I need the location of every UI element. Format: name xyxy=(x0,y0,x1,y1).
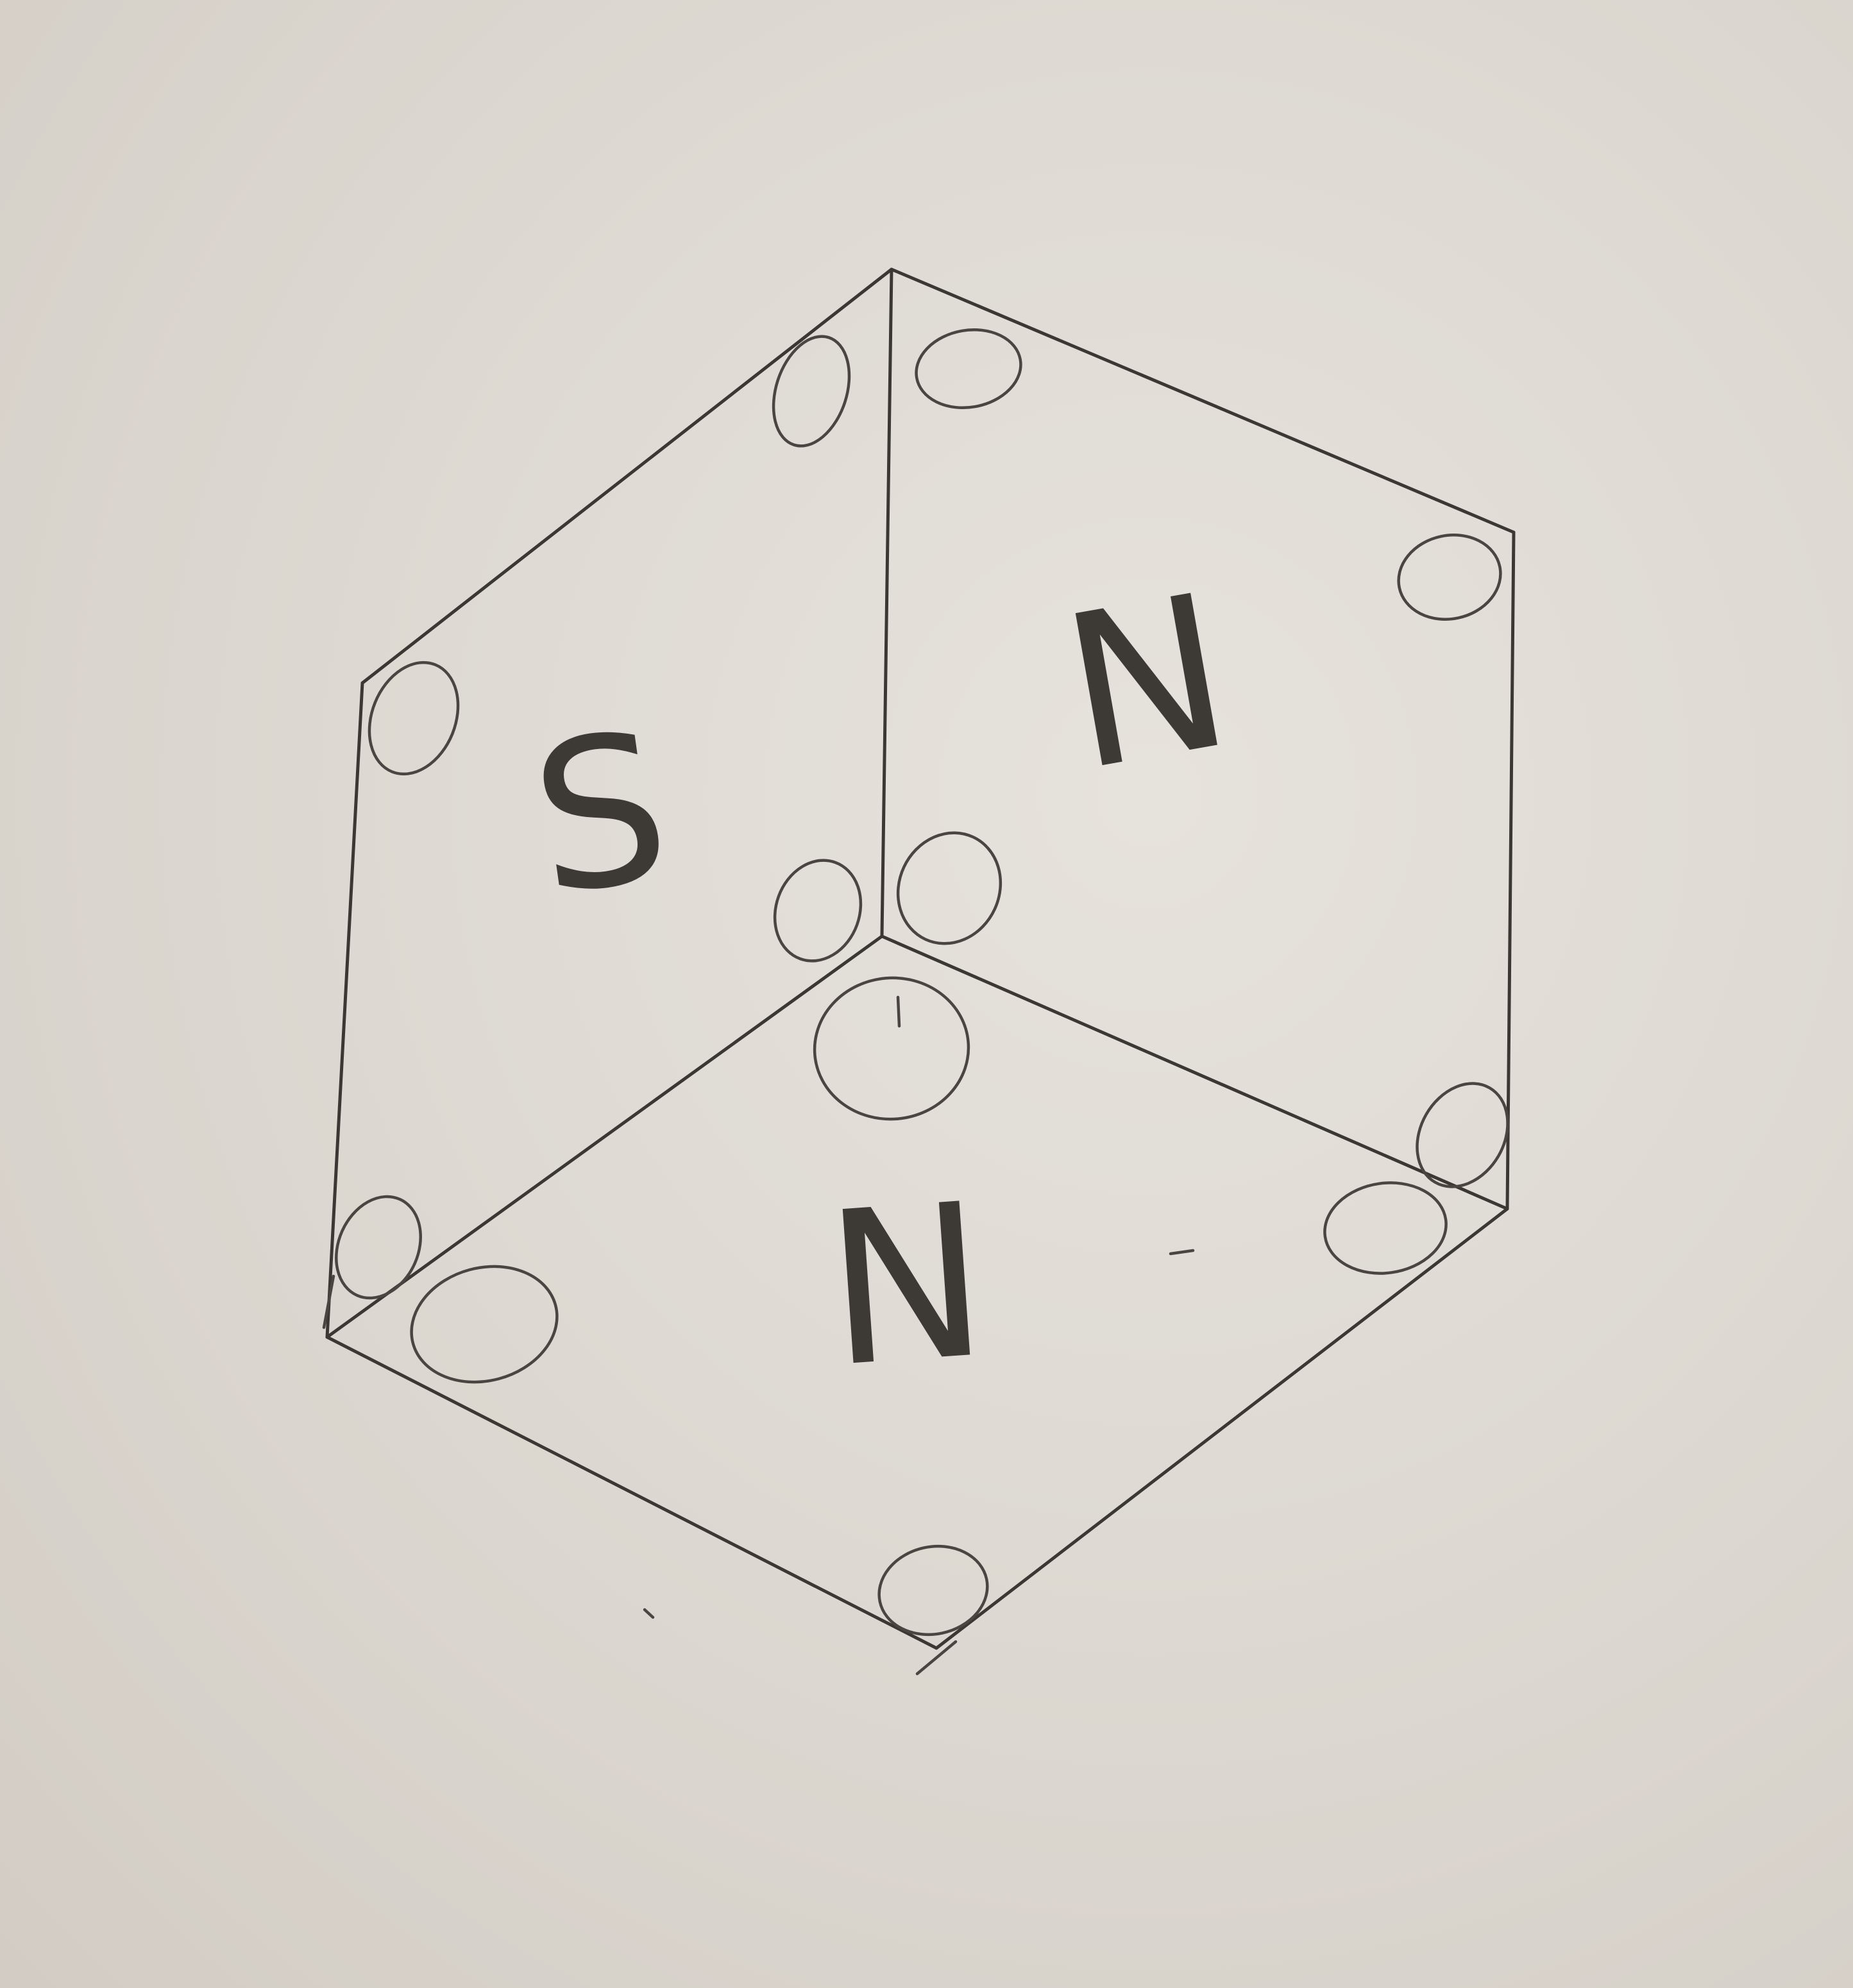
circle-marker xyxy=(813,976,970,1121)
circle-marker xyxy=(1397,534,1502,621)
face-label-bottom: N xyxy=(818,1157,994,1415)
edge-bottom-right xyxy=(935,1207,1509,1650)
edge-inner-right xyxy=(880,934,1509,1211)
edge-bottom-left xyxy=(325,1335,938,1650)
circle-marker xyxy=(410,1265,559,1384)
edge-top-left xyxy=(360,267,893,685)
stray-mark xyxy=(643,1608,655,1619)
circle-marker xyxy=(877,1544,989,1637)
edge-overshoot-bottom xyxy=(915,1640,958,1676)
circle-marker xyxy=(896,831,1003,945)
edge-inner-vertical xyxy=(880,267,893,938)
circle-marker xyxy=(335,1195,422,1300)
stray-mark xyxy=(1169,1249,1195,1256)
circle-marker xyxy=(773,859,863,963)
edge-right-vertical xyxy=(1505,530,1516,1211)
edge-top-right xyxy=(890,267,1516,534)
circle-marker xyxy=(915,328,1022,410)
circle-marker xyxy=(368,661,460,776)
circle-marker xyxy=(772,335,851,448)
edge-inner-left xyxy=(325,934,884,1339)
vertex-circles xyxy=(335,328,1509,1637)
edge-left-vertical xyxy=(325,681,364,1339)
circle-marker xyxy=(1323,1181,1448,1275)
stray-mark xyxy=(896,995,901,1028)
circle-marker xyxy=(1416,1082,1509,1188)
stray-marks xyxy=(643,995,1195,1619)
edge-overshoot-left xyxy=(322,1274,335,1329)
cube-edges xyxy=(322,267,1516,1676)
